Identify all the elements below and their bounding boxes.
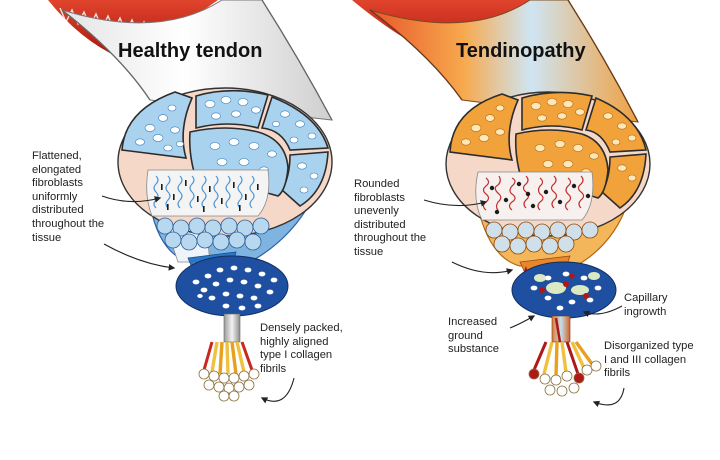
healthy-fibril-label: Densely packed, highly aligned type I co…: [260, 322, 343, 375]
healthy-fibroblast-label: Flattened, elongated fibroblasts uniform…: [32, 150, 105, 244]
tendinopathy-fiber-bundles: [485, 221, 599, 255]
tendinopathy-fiber-stem: [551, 315, 571, 343]
healthy-title: Healthy tendon: [118, 40, 263, 62]
annotation-arrows: [101, 195, 625, 407]
arrow-tendinopathy-fibrils: [592, 387, 625, 407]
tendinopathy-capillaries: [539, 273, 589, 299]
healthy-panel: [48, 0, 333, 402]
tendinopathy-fibril-label: Disorganized type I and III collagen fib…: [604, 340, 694, 380]
arrow-tendinopathy-fibroblasts-lower: [451, 261, 514, 275]
tendinopathy-fibroblast-label: Rounded fibroblasts unevenly distributed…: [354, 178, 427, 258]
tendinopathy-fascicle-section: [475, 171, 594, 221]
arrow-healthy-fibrils: [260, 377, 295, 404]
arrow-ground-substance: [509, 315, 536, 329]
healthy-collagen-waves: [153, 175, 255, 209]
ground-substance-label: Increased ground substance: [448, 316, 499, 356]
arrow-capillary: [582, 305, 623, 317]
healthy-collagen-fibrils: [202, 341, 254, 375]
healthy-fiber-holes: [192, 265, 278, 311]
tendinopathy-collagen-waves: [482, 175, 585, 211]
tendinopathy-panel: [352, 0, 651, 397]
tendinopathy-title: Tendinopathy: [456, 40, 586, 62]
tendinopathy-fibroblasts: [489, 181, 591, 215]
arrow-healthy-fibroblasts-lower: [103, 243, 176, 271]
arrow-tendinopathy-fibroblasts: [423, 199, 488, 207]
tendinopathy-fiber-holes: [530, 271, 602, 311]
healthy-fiber-stem: [223, 313, 241, 343]
healthy-fiber-disc: [175, 255, 289, 317]
healthy-fiber-bundles: [156, 217, 270, 251]
tendinopathy-ground-substance: [534, 272, 600, 295]
tendinopathy-collagen-fibrils: [532, 341, 594, 377]
healthy-fibril-ends: [198, 368, 260, 402]
healthy-fibroblasts: [161, 180, 259, 212]
capillary-label: Capillary ingrowth: [624, 292, 668, 318]
healthy-fascicle-section: [146, 169, 270, 217]
tendinopathy-fibril-ends: [528, 360, 602, 397]
arrow-healthy-fibroblasts: [101, 195, 162, 203]
